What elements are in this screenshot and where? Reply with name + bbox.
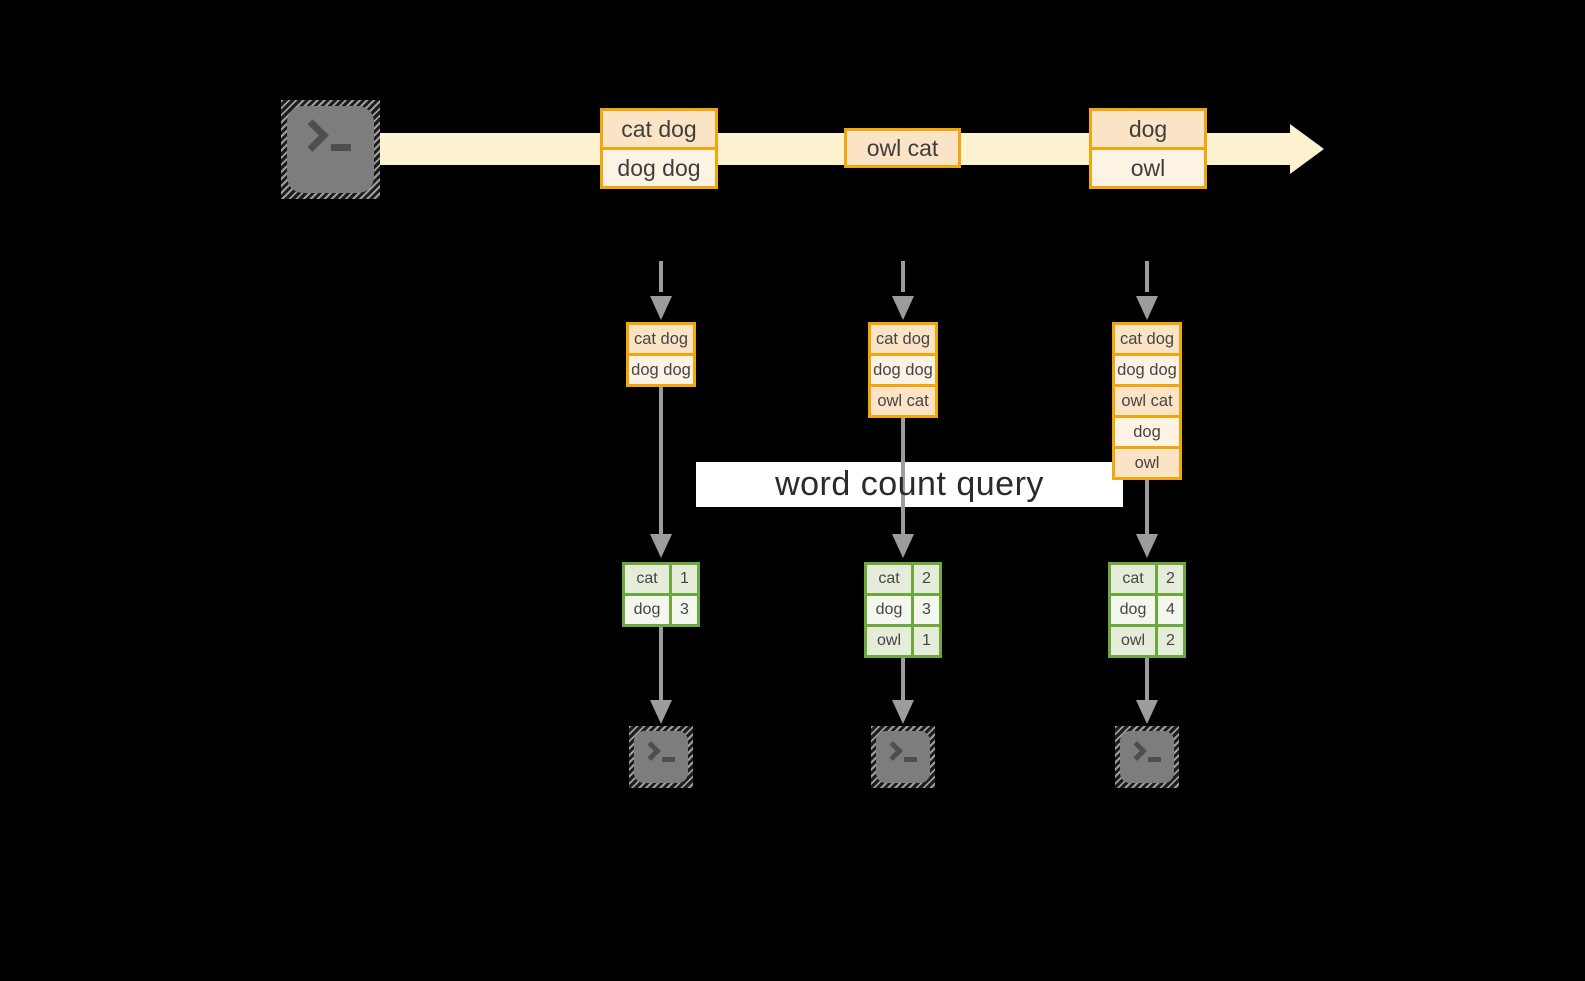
prompt-chevron-icon — [641, 741, 661, 761]
query-banner — [696, 462, 1123, 507]
terminal-screen — [1120, 731, 1174, 783]
source-terminal-icon — [281, 100, 380, 199]
buffer-record: cat dog — [871, 325, 935, 353]
count-word: dog — [1111, 596, 1155, 624]
count-value: 4 — [1158, 596, 1183, 624]
state-buffer-1: cat dog dog dog — [626, 322, 696, 387]
buffer-record: dog dog — [1115, 356, 1179, 384]
buffer-record: owl — [1115, 449, 1179, 477]
buffer-record: dog — [1115, 418, 1179, 446]
stream-batch-2: owl cat — [844, 128, 961, 168]
output-arrow-line — [901, 658, 905, 700]
ingest-arrowhead — [892, 296, 914, 320]
ingest-arrow-dash — [1145, 261, 1149, 292]
stream-arrowhead — [1290, 124, 1324, 174]
count-value: 1 — [672, 565, 697, 593]
prompt-cursor-icon — [904, 757, 917, 762]
count-table-3: cat 2 dog 4 owl 2 — [1108, 562, 1186, 658]
ingest-arrowhead — [650, 296, 672, 320]
prompt-cursor-icon — [662, 757, 675, 762]
prompt-chevron-icon — [296, 119, 329, 152]
state-buffer-2: cat dog dog dog owl cat — [868, 322, 938, 418]
terminal-screen — [876, 731, 930, 783]
count-value: 3 — [672, 596, 697, 624]
count-table-2: cat 2 dog 3 owl 1 — [864, 562, 942, 658]
buffer-record: cat dog — [629, 325, 693, 353]
count-value: 1 — [914, 627, 939, 655]
count-value: 2 — [1158, 565, 1183, 593]
query-arrowhead — [892, 534, 914, 558]
output-arrowhead — [650, 700, 672, 724]
output-arrowhead — [1136, 700, 1158, 724]
ingest-arrow-dash — [659, 261, 663, 292]
output-arrow-line — [1145, 658, 1149, 700]
count-word: owl — [867, 627, 911, 655]
prompt-cursor-icon — [331, 144, 351, 151]
count-table-1: cat 1 dog 3 — [622, 562, 700, 627]
buffer-record: cat dog — [1115, 325, 1179, 353]
ingest-arrowhead — [1136, 296, 1158, 320]
stream-batch-1: cat dog dog dog — [600, 108, 718, 189]
query-label: word count query — [775, 465, 1044, 503]
count-word: owl — [1111, 627, 1155, 655]
count-word: dog — [867, 596, 911, 624]
output-terminal-icon — [1115, 726, 1179, 788]
buffer-record: owl cat — [871, 387, 935, 415]
buffer-record: dog dog — [629, 356, 693, 384]
terminal-screen — [287, 106, 374, 193]
prompt-chevron-icon — [883, 741, 903, 761]
terminal-screen — [634, 731, 688, 783]
output-arrow-line — [659, 627, 663, 700]
count-word: dog — [625, 596, 669, 624]
prompt-cursor-icon — [1148, 757, 1161, 762]
query-arrow-line — [901, 418, 905, 534]
query-arrowhead — [1136, 534, 1158, 558]
count-value: 2 — [914, 565, 939, 593]
prompt-chevron-icon — [1127, 741, 1147, 761]
state-buffer-3: cat dog dog dog owl cat dog owl — [1112, 322, 1182, 480]
count-value: 2 — [1158, 627, 1183, 655]
output-arrowhead — [892, 700, 914, 724]
query-arrowhead — [650, 534, 672, 558]
stream-record: dog dog — [603, 150, 715, 186]
buffer-record: owl cat — [1115, 387, 1179, 415]
count-word: cat — [625, 565, 669, 593]
count-word: cat — [867, 565, 911, 593]
query-arrow-line — [659, 387, 663, 534]
output-terminal-icon — [629, 726, 693, 788]
query-arrow-line — [1145, 480, 1149, 534]
stream-record: cat dog — [603, 111, 715, 147]
stream-batch-3: dog owl — [1089, 108, 1207, 189]
ingest-arrow-dash — [901, 261, 905, 292]
count-value: 3 — [914, 596, 939, 624]
stream-record: owl — [1092, 150, 1204, 186]
output-terminal-icon — [871, 726, 935, 788]
stream-record: owl cat — [847, 131, 958, 165]
stream-record: dog — [1092, 111, 1204, 147]
buffer-record: dog dog — [871, 356, 935, 384]
count-word: cat — [1111, 565, 1155, 593]
